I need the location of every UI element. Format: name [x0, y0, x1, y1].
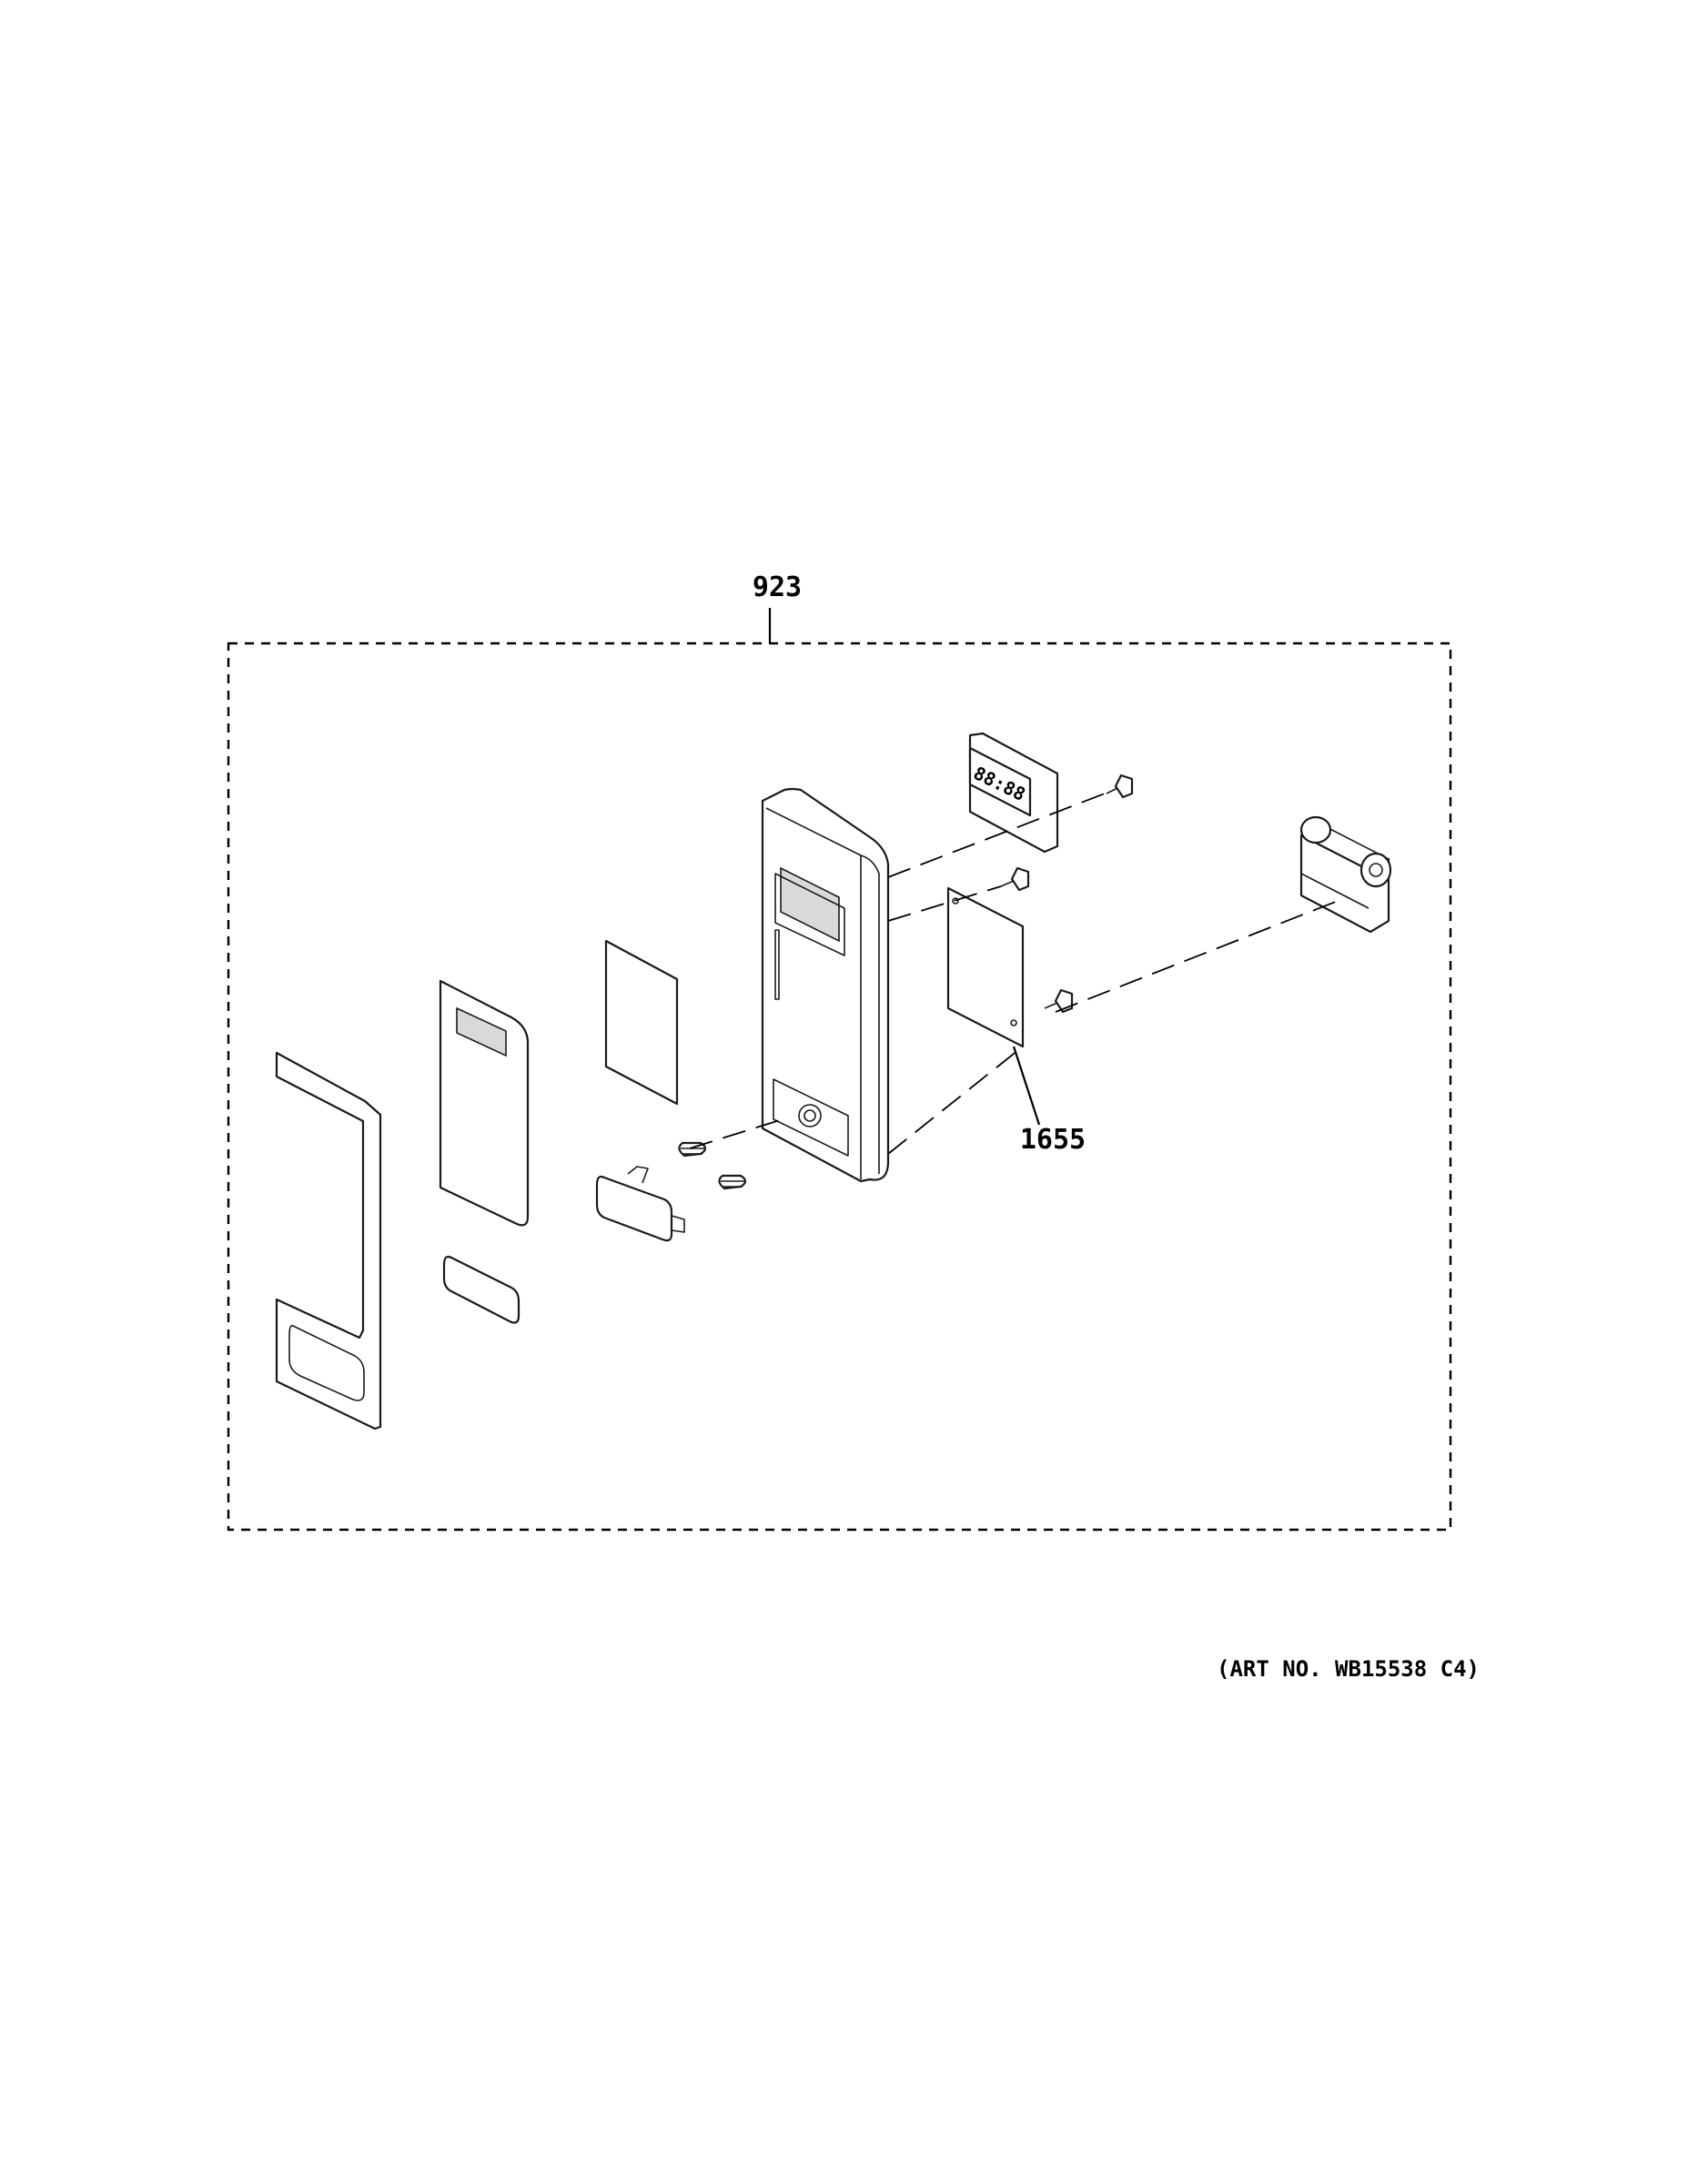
assembly-boundary — [227, 642, 1452, 1532]
callout-923[interactable]: 923 — [753, 571, 802, 603]
spring-lower[interactable] — [718, 1174, 747, 1190]
screw-lower[interactable] — [1044, 988, 1074, 1014]
callout-1655[interactable]: 1655 — [1020, 1124, 1086, 1156]
control-membrane[interactable] — [439, 979, 530, 1227]
control-board[interactable] — [946, 886, 1025, 1048]
art-number: (ART NO. WB15538 C4) — [1217, 1656, 1480, 1682]
display-window-lens[interactable] — [442, 1255, 521, 1324]
trim-frame[interactable] — [275, 1051, 382, 1431]
door-latch-assembly[interactable] — [1299, 815, 1392, 934]
door-release-button[interactable] — [595, 1166, 685, 1242]
control-panel-housing[interactable] — [761, 787, 890, 1183]
assembly-lines — [689, 793, 1339, 1155]
display-filter-sheet[interactable] — [604, 939, 679, 1106]
callout-1655-leader — [1012, 1046, 1041, 1126]
screw-middle[interactable] — [1000, 866, 1030, 892]
display-module[interactable]: 88:88 — [968, 732, 1059, 854]
screw-upper[interactable] — [1106, 774, 1134, 799]
